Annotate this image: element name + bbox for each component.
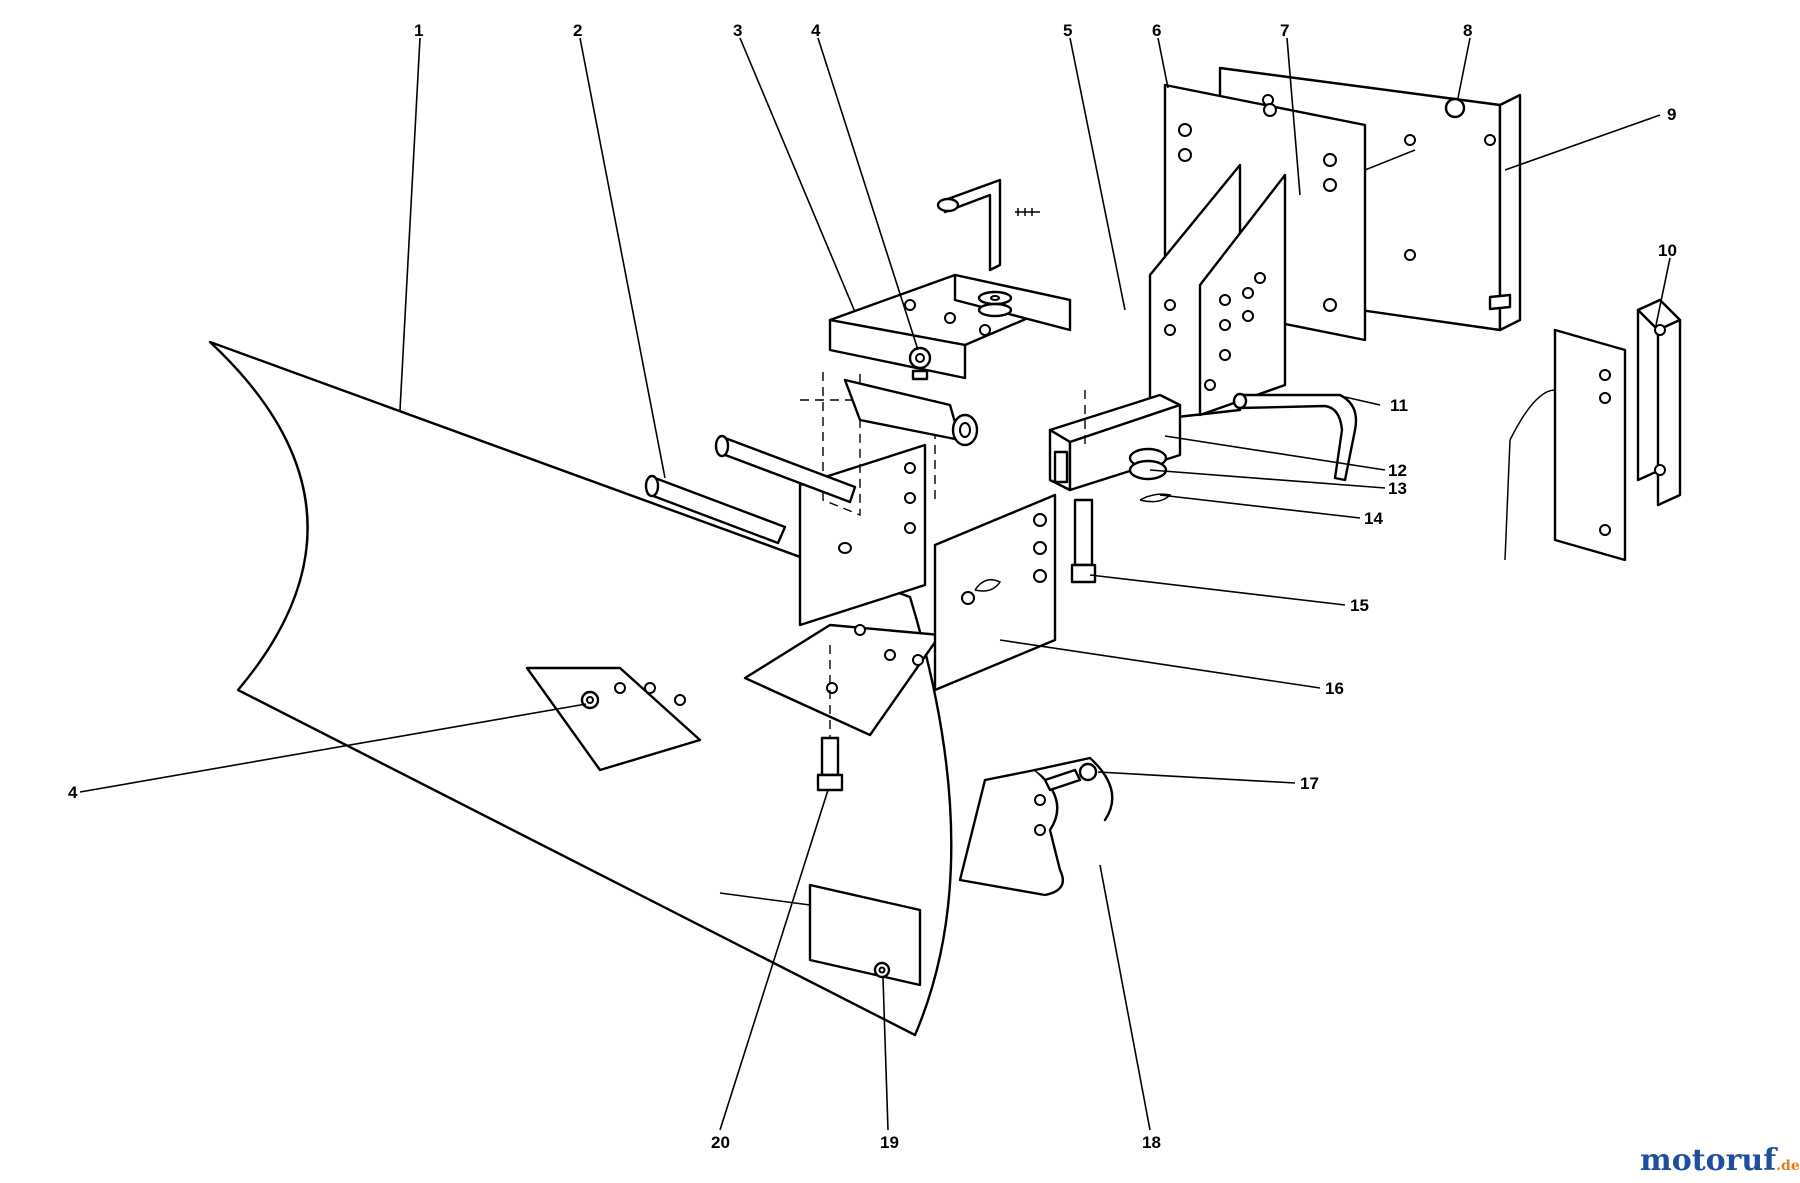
callout-5: 5: [1063, 21, 1072, 40]
side-bracket: [1504, 298, 1682, 562]
callout-20: 20: [711, 1133, 730, 1152]
callout-12: 12: [1388, 461, 1407, 480]
callout-16: 16: [1325, 679, 1344, 698]
l-pin-lower: [1232, 392, 1358, 482]
swivel-channel: [828, 273, 1072, 447]
bolt-20: [816, 645, 844, 792]
watermark-brand: motoruf: [1640, 1143, 1778, 1178]
callout-10: 10: [1658, 241, 1677, 260]
watermark-tld: .de: [1776, 1158, 1800, 1174]
svg-text:motoruf.de: motoruf.de: [1640, 1143, 1800, 1178]
callout-18: 18: [1142, 1133, 1161, 1152]
callout-11: 11: [1390, 396, 1408, 415]
pivot-pin: [644, 434, 857, 545]
callout-19: 19: [880, 1133, 899, 1152]
callout-7: 7: [1280, 21, 1289, 40]
callout-labels: 1 2 3 4 5 6 7 8 9 10 11 12 13 14 15 16 1…: [68, 21, 1677, 1152]
l-pin-upper: [936, 178, 1040, 318]
callout-1: 1: [414, 21, 423, 40]
callout-2: 2: [573, 21, 582, 40]
watermark-logo: motoruf.de: [1640, 1143, 1800, 1178]
callout-17: 17: [1300, 774, 1319, 793]
callout-4-upper: 4: [811, 21, 821, 40]
callout-13: 13: [1388, 479, 1407, 498]
leader-lines: [79, 37, 1671, 1131]
plow-blade: [208, 340, 953, 1037]
a-frame-hitch: [1048, 163, 1287, 584]
skid-shoe: [958, 756, 1114, 897]
callout-3: 3: [733, 21, 742, 40]
callout-4-lower: 4: [68, 783, 78, 802]
callout-15: 15: [1350, 596, 1369, 615]
callout-9: 9: [1667, 105, 1676, 124]
callout-8: 8: [1463, 21, 1472, 40]
callout-6: 6: [1152, 21, 1161, 40]
callout-14: 14: [1364, 509, 1383, 528]
